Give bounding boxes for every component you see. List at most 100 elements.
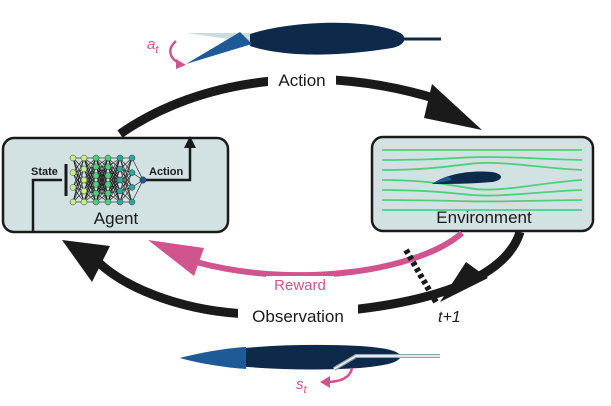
nn-node <box>92 154 100 162</box>
nn-edge <box>107 168 121 203</box>
nn-edge <box>83 175 97 203</box>
nn-edge <box>119 157 133 188</box>
nn-node <box>92 163 100 171</box>
nn-node <box>139 176 147 184</box>
nn-edge <box>72 172 85 203</box>
nn-edge <box>95 157 109 185</box>
nn-edge <box>119 168 133 188</box>
nn-edge <box>72 157 85 181</box>
nn-edge <box>95 184 109 203</box>
nn-node <box>128 169 136 176</box>
state-input-line <box>31 178 62 232</box>
nn-edge <box>119 179 133 203</box>
action-label: Action <box>278 71 325 90</box>
streamline <box>381 155 583 161</box>
nn-edge <box>72 172 85 192</box>
nn-edge <box>95 166 109 203</box>
neural-network-icon <box>69 154 147 206</box>
nn-edge <box>83 168 97 185</box>
nn-edge <box>107 157 121 185</box>
reward-arc: Reward <box>148 230 464 294</box>
time-step-marker: t+1 <box>403 248 461 326</box>
airfoil-top-body <box>250 22 405 55</box>
streamline <box>381 161 583 171</box>
action-arc: Action <box>117 68 482 138</box>
action-rotation-arrowhead <box>176 59 186 69</box>
nn-edge <box>107 157 121 194</box>
streamline <box>381 189 583 197</box>
agent-box: Agent State Action <box>1 136 230 234</box>
nn-node <box>80 165 88 173</box>
nn-node <box>116 176 124 184</box>
time-step-label: t+1 <box>438 309 461 326</box>
environment-label: Environment <box>436 208 532 227</box>
nn-node <box>128 184 136 191</box>
observation-right-arrowhead <box>440 262 488 302</box>
observation-label-bg <box>238 304 358 328</box>
nn-node <box>92 198 100 206</box>
state-input-label: State <box>31 166 58 178</box>
nn-edge <box>131 179 144 203</box>
streamline <box>381 199 583 203</box>
nn-node <box>104 181 112 188</box>
environment-box: Environment <box>370 135 595 233</box>
airfoil-bottom-flap <box>180 347 246 369</box>
nn-node <box>69 198 77 206</box>
nn-node <box>92 189 100 197</box>
agent-label: Agent <box>94 209 139 228</box>
nn-edge <box>119 157 133 203</box>
sensor-probe-inner <box>333 355 440 370</box>
reward-arc-arrowhead <box>148 240 204 276</box>
nn-edge <box>119 157 133 181</box>
nn-edge <box>119 168 133 203</box>
nn-node <box>69 184 77 191</box>
observation-label: Observation <box>252 307 344 326</box>
nn-node <box>80 187 88 195</box>
state-symbol: st <box>296 376 308 396</box>
nn-node <box>104 154 112 162</box>
observation-arc: Observation <box>62 230 525 328</box>
airfoil-top-flap <box>186 32 252 64</box>
nn-node <box>92 172 100 179</box>
nn-edge <box>95 157 109 194</box>
time-step-dashed-line <box>403 248 439 304</box>
nn-edge <box>83 166 97 203</box>
nn-edge <box>107 157 121 192</box>
action-output-arrowhead <box>184 136 196 148</box>
nn-edge <box>107 157 121 176</box>
reward-arc-path <box>195 230 464 279</box>
environment-airfoil <box>432 171 501 184</box>
action-label-bg <box>268 68 336 92</box>
nn-node <box>80 176 88 184</box>
nn-node <box>104 163 112 171</box>
nn-edge <box>72 157 85 203</box>
environment-airfoil-flap <box>432 176 452 184</box>
nn-node <box>128 198 136 206</box>
nn-edge <box>131 157 144 181</box>
action-arc-arrowhead <box>424 84 482 130</box>
state-arrowhead <box>320 376 330 388</box>
reward-label-bg <box>266 276 334 294</box>
nn-node <box>104 198 112 206</box>
airfoil-top-icon: at <box>147 22 441 69</box>
nn-edge <box>107 157 121 181</box>
nn-node <box>69 169 77 176</box>
nn-edge <box>83 168 97 203</box>
action-arc-path <box>117 74 442 138</box>
nn-node <box>104 189 112 197</box>
action-output-line <box>145 146 192 182</box>
nn-node <box>80 154 88 162</box>
action-output-label: Action <box>149 166 184 178</box>
nn-edge <box>72 168 85 188</box>
nn-node <box>116 154 124 162</box>
reward-label: Reward <box>274 277 326 294</box>
nn-node <box>116 198 124 206</box>
nn-node <box>92 181 100 188</box>
streamline <box>381 179 583 191</box>
nn-edge <box>119 172 133 192</box>
nn-node <box>80 198 88 206</box>
nn-edge <box>72 168 85 203</box>
nn-edge <box>95 175 109 203</box>
